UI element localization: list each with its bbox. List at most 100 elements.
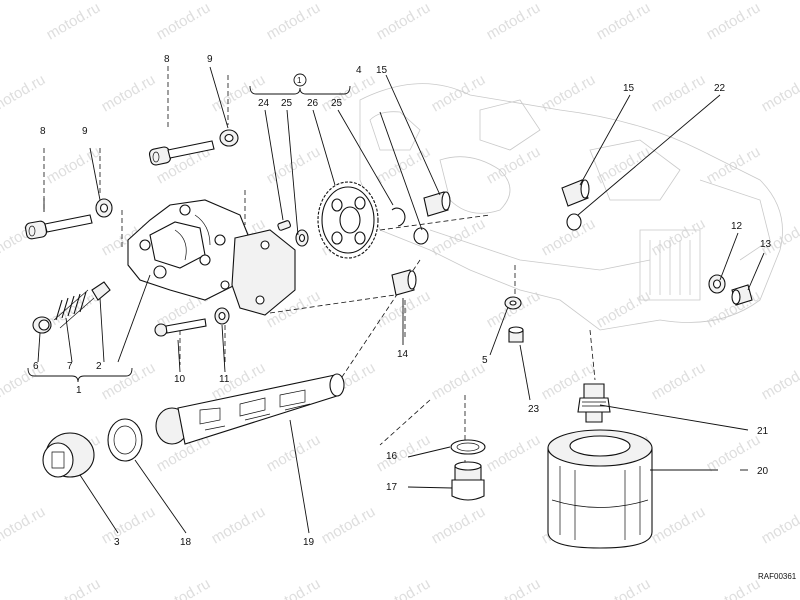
- plug-6: [32, 316, 52, 334]
- watermark-text: motod.ru: [374, 0, 434, 43]
- watermark-text: motod.ru: [704, 143, 764, 187]
- washer-5: [504, 296, 522, 310]
- watermark-text: motod.ru: [649, 71, 709, 115]
- watermark-text: motod.ru: [44, 575, 104, 600]
- watermark-text: motod.ru: [319, 503, 379, 547]
- callout-label: 16: [386, 451, 398, 462]
- callout-label: 6: [33, 361, 39, 372]
- callout-label: 18: [180, 537, 192, 548]
- callout-label: 12: [731, 221, 743, 232]
- oil-pump-body: [127, 199, 296, 316]
- watermark-text: motod.ru: [484, 575, 544, 600]
- group-brackets: [27, 73, 351, 383]
- watermark-text: motod.ru: [154, 575, 214, 600]
- watermark-text: motod.ru: [99, 503, 159, 547]
- leader-lines: [37, 66, 765, 534]
- callout-label: 5: [482, 355, 488, 366]
- reference-code: RAF00361: [758, 572, 797, 581]
- callout-label: 25: [281, 98, 293, 109]
- callout-label: 17: [386, 482, 398, 493]
- callout-label: 19: [303, 537, 315, 548]
- watermark-text: motod.ru: [594, 0, 654, 43]
- plunger-2: [91, 281, 111, 301]
- watermark-text: motod.ru: [429, 71, 489, 115]
- callout-label: 1: [76, 385, 82, 396]
- callout-label: 11: [219, 374, 230, 385]
- watermark-text: motod.ru: [99, 359, 159, 403]
- callout-label: 24: [258, 98, 270, 109]
- washer-11: [214, 307, 230, 325]
- watermark-text: motod.ru: [759, 359, 800, 403]
- drain-plug-17: [451, 461, 485, 501]
- callout-label: 9: [207, 54, 213, 65]
- watermark-text: motod.ru: [209, 503, 269, 547]
- callout-label: 20: [757, 466, 769, 477]
- watermark-text: motod.ru: [649, 215, 709, 259]
- callout-label: 4: [356, 65, 362, 76]
- watermark-text: motod.ru: [44, 0, 104, 43]
- cap-3: [42, 432, 95, 478]
- oring-22: [566, 213, 582, 231]
- dowel-15-right: [561, 179, 590, 207]
- watermark-text: motod.ru: [429, 503, 489, 547]
- group-symbol: 1: [297, 76, 302, 85]
- watermark-text: motod.ru: [319, 71, 379, 115]
- watermark-text: motod.ru: [374, 575, 434, 600]
- watermark-text: motod.ru: [99, 71, 159, 115]
- watermark-text: motod.ru: [704, 0, 764, 43]
- engine-casing-outline: [359, 83, 783, 331]
- plug-23: [508, 326, 524, 343]
- plug-13: [731, 284, 753, 306]
- callout-label: 15: [376, 65, 388, 76]
- callout-label: 8: [40, 126, 46, 137]
- callout-label: 15: [623, 83, 635, 94]
- watermark-text: motod.ru: [484, 431, 544, 475]
- watermark-text: motod.ru: [649, 503, 709, 547]
- callout-label: 7: [67, 361, 73, 372]
- seal-18: [107, 418, 143, 462]
- bolt-8-upper: [148, 140, 215, 166]
- oring-4: [413, 227, 429, 245]
- bolt-8-lower: [25, 214, 93, 240]
- callout-label: 26: [307, 98, 319, 109]
- assembly-axes: [43, 66, 596, 480]
- callout-label: 2: [96, 361, 102, 372]
- watermark-text: motod.ru: [539, 71, 599, 115]
- bolt-10: [154, 318, 207, 337]
- callout-label: 14: [397, 349, 409, 360]
- spring-7: [53, 289, 95, 329]
- watermark-text: motod.ru: [704, 431, 764, 475]
- strainer-19: [155, 373, 345, 445]
- watermark-text: motod.ru: [44, 143, 104, 187]
- nipple-21: [577, 383, 611, 423]
- oil-filter-20: [547, 429, 653, 549]
- washer-16: [450, 439, 486, 455]
- watermark-text: motod.ru: [759, 503, 800, 547]
- callout-labels: 8 9 8 9 24 25 26 25 4 15 15 22 12 13 6 7…: [33, 54, 797, 581]
- callout-label: 21: [757, 426, 769, 437]
- watermark-text: motod.ru: [154, 0, 214, 43]
- watermark-text: motod.ru: [649, 359, 709, 403]
- callout-label: 8: [164, 54, 170, 65]
- callout-label: 23: [528, 404, 540, 415]
- watermark-text: motod.ru: [484, 0, 544, 43]
- gear-26: [317, 181, 379, 259]
- watermark-text: motod.ru: [594, 575, 654, 600]
- watermark-text: motod.ru: [0, 503, 48, 547]
- dowel-14: [391, 269, 417, 296]
- callout-label: 13: [760, 239, 772, 250]
- watermark-text: motod.ru: [264, 0, 324, 43]
- key-24: [277, 220, 291, 231]
- washer-9-lower: [95, 198, 113, 218]
- watermark-text: motod.ru: [264, 575, 324, 600]
- circlip-25-right: [391, 207, 406, 227]
- watermark-text: motod.ru: [704, 575, 764, 600]
- watermark-text: motod.ru: [0, 71, 48, 115]
- washer-25-left: [295, 229, 309, 247]
- callout-label: 9: [82, 126, 88, 137]
- watermark-text: motod.ru: [594, 287, 654, 331]
- washer-12: [708, 274, 726, 294]
- washer-9-upper: [219, 129, 239, 147]
- callout-label: 10: [174, 374, 186, 385]
